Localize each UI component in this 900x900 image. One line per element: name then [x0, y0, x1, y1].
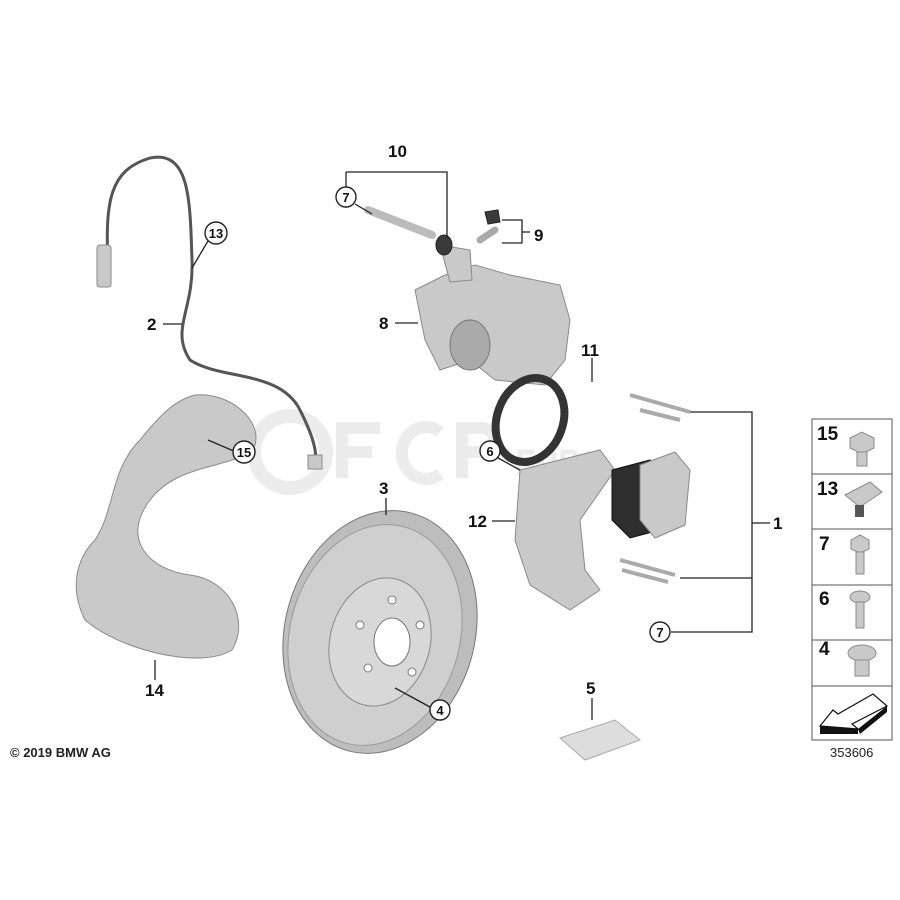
callout-2: 2 [147, 315, 156, 334]
callout-8: 8 [379, 314, 388, 333]
callout-9: 9 [534, 226, 543, 245]
bleeder-valve[interactable] [476, 209, 501, 244]
callout-7-top: 7 [342, 190, 349, 205]
callout-7-bottom: 7 [656, 625, 663, 640]
brake-pads[interactable] [611, 451, 691, 539]
countersunk-screw-icon [847, 644, 877, 677]
callout-4: 4 [436, 703, 444, 718]
legend-label-7: 7 [819, 534, 830, 555]
callout-13: 13 [209, 226, 223, 241]
cable-clip-icon [844, 481, 883, 517]
caliper-carrier[interactable] [514, 449, 616, 611]
direction-arrow-icon [818, 693, 889, 734]
torx-bolt-icon [849, 590, 871, 629]
hex-bolt-icon [850, 534, 870, 575]
brake-rotor[interactable] [256, 489, 503, 776]
callout-12: 12 [468, 512, 487, 531]
callout-10: 10 [388, 142, 407, 161]
brake-caliper[interactable] [414, 244, 571, 386]
legend-label-15: 15 [817, 424, 839, 445]
callout-1: 1 [773, 514, 782, 533]
wheel-speed-sensor[interactable] [96, 155, 323, 470]
seal-ring[interactable] [484, 368, 575, 471]
copyright-text: © 2019 BMW AG [10, 745, 111, 760]
legend-label-4: 4 [819, 639, 830, 660]
pad-clips[interactable] [619, 393, 691, 584]
wear-indicator-pack[interactable] [559, 719, 642, 761]
brake-shield[interactable] [75, 394, 257, 659]
callout-14: 14 [145, 681, 164, 700]
callout-5: 5 [586, 679, 595, 698]
guide-bolt[interactable] [364, 206, 453, 256]
callout-11: 11 [581, 341, 599, 360]
callout-15: 15 [237, 445, 251, 460]
legend-label-13: 13 [817, 479, 838, 500]
leader-lines [154, 171, 770, 720]
hex-flange-bolt-icon [849, 431, 875, 467]
callout-3: 3 [379, 479, 388, 498]
diagram-number: 353606 [830, 745, 873, 760]
callout-6: 6 [486, 444, 493, 459]
legend-label-6: 6 [819, 589, 830, 610]
fastener-legend: 15 13 7 6 4 [811, 418, 893, 741]
